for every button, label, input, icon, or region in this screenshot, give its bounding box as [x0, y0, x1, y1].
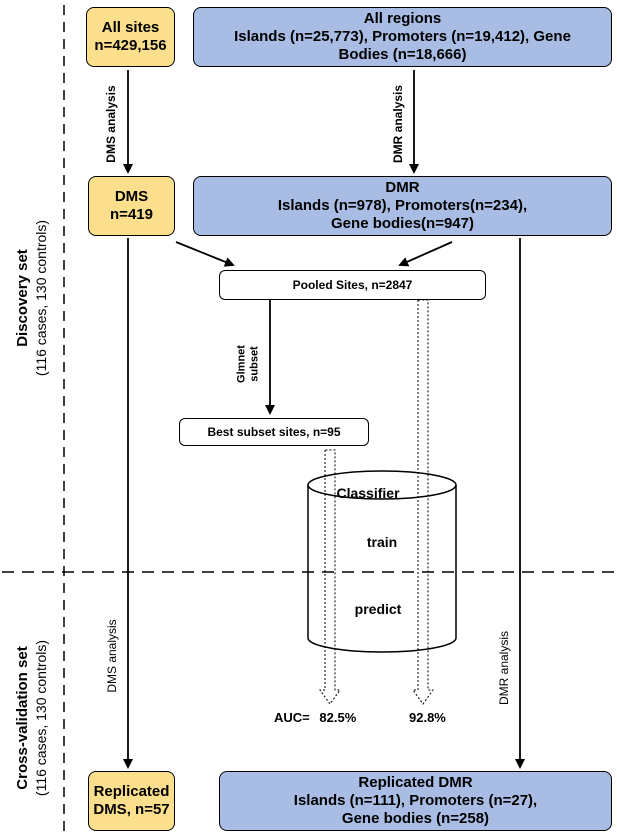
replicated-dmr-line3: Gene bodies (n=258) — [341, 810, 490, 827]
classifier-train: train — [366, 534, 398, 550]
dotted-arrow-best-subset — [319, 449, 341, 705]
dms-count: n=419 — [110, 206, 153, 223]
auc-label: AUC= — [274, 710, 310, 725]
replicated-dms-box: Replicated DMS, n=57 — [88, 771, 175, 831]
replicated-dmr-line2: Islands (n=111), Promoters (n=27), — [293, 792, 538, 809]
dmr-line2: Islands (n=978), Promoters(n=234), — [277, 197, 528, 214]
arrow-dms-to-pooled — [175, 241, 235, 267]
discovery-set-label: Discovery set (116 cases, 130 controls) — [14, 220, 50, 376]
glmnet-line1: Glmnet — [235, 345, 248, 383]
glmnet-subset-label: Glmnet subset — [235, 345, 260, 383]
cross-validation-set-label: Cross-validation set (116 cases, 130 con… — [14, 640, 50, 796]
dmr-title: DMR — [385, 179, 420, 196]
glmnet-line2: subset — [248, 346, 260, 382]
dmr-line3: Gene bodies(n=947) — [331, 215, 474, 232]
replicated-dmr-box: Replicated DMR Islands (n=111), Promoter… — [219, 771, 612, 831]
auc-value-1: 82.5% — [319, 710, 357, 725]
discovery-set-title: Discovery set — [13, 249, 31, 347]
replicated-dms-title: Replicated — [93, 783, 170, 800]
auc-value-2: 92.8% — [409, 710, 446, 725]
discovery-set-sub: (116 cases, 130 controls) — [32, 219, 49, 377]
dms-box: DMS n=419 — [88, 176, 175, 236]
replicated-dmr-title: Replicated DMR — [358, 774, 473, 791]
all-regions-box: All regions Islands (n=25,773), Promoter… — [193, 7, 612, 67]
classifier-title: Classifier — [336, 485, 400, 501]
all-regions-title: All regions — [363, 10, 442, 27]
classifier-cylinder — [307, 470, 457, 653]
dmr-box: DMR Islands (n=978), Promoters(n=234), G… — [193, 176, 612, 236]
best-subset-label: Best subset sites, n=95 — [207, 424, 341, 439]
cross-validation-set-title: Cross-validation set — [13, 646, 31, 790]
classifier-predict: predict — [354, 601, 402, 617]
auc-row: AUC= 82.5% — [274, 710, 356, 725]
best-subset-box: Best subset sites, n=95 — [179, 418, 369, 446]
dms-title: DMS — [114, 188, 149, 205]
dmr-analysis-label-top: DMR analysis — [391, 84, 405, 164]
all-sites-count: n=429,156 — [94, 37, 167, 54]
pooled-sites-label: Pooled Sites, n=2847 — [292, 277, 413, 292]
dmr-analysis-label-bottom: DMR analysis — [497, 630, 511, 706]
cross-validation-set-sub: (116 cases, 130 controls) — [32, 639, 49, 797]
pooled-sites-box: Pooled Sites, n=2847 — [219, 270, 486, 300]
dotted-arrow-pooled — [412, 299, 434, 705]
all-sites-title: All sites — [101, 19, 160, 36]
all-sites-box: All sites n=429,156 — [86, 7, 175, 67]
dms-analysis-label-top: DMS analysis — [104, 85, 118, 163]
all-regions-line2: Islands (n=25,773), Promoters (n=19,412)… — [234, 28, 571, 45]
arrow-dmr-to-pooled — [398, 241, 453, 267]
dms-analysis-label-bottom: DMS analysis — [105, 619, 119, 693]
all-regions-line3: Bodies (n=18,666) — [338, 46, 467, 63]
replicated-dms-count: DMS, n=57 — [93, 801, 170, 818]
